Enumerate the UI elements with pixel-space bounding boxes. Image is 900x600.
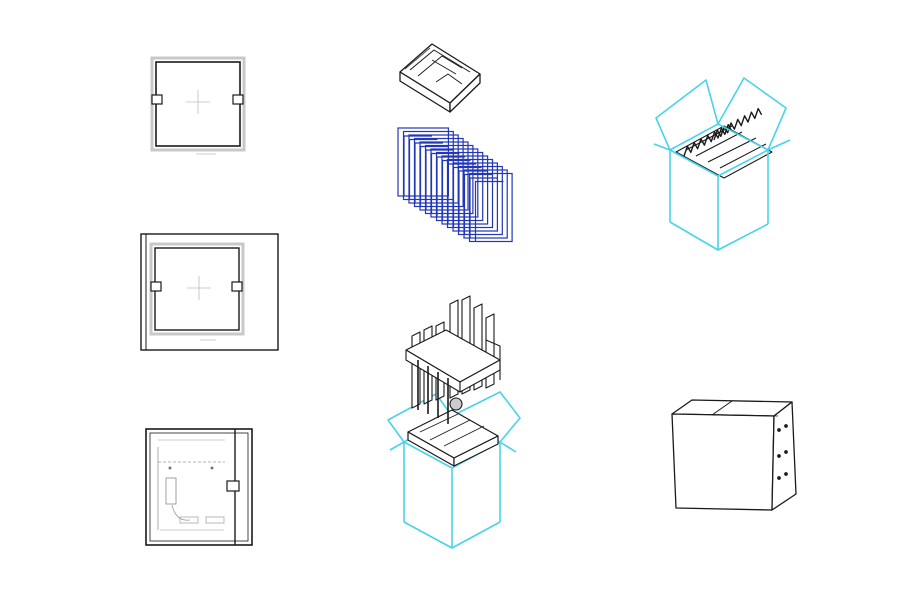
panel-inserted-icon (140, 233, 279, 351)
assembly-box-icon (387, 295, 521, 549)
frame-outline (468, 172, 513, 243)
closed-box-icon (671, 399, 797, 511)
frame-outline (413, 137, 464, 208)
frame-inner-edge (474, 180, 504, 242)
frame-outline (397, 127, 450, 197)
frame-inner-edge (469, 177, 498, 238)
frame-outline (457, 165, 503, 236)
panel-board-icon (145, 428, 253, 546)
frame-outline (419, 141, 469, 211)
open-box-icon (653, 77, 791, 251)
tray-icon (399, 43, 481, 113)
frame-outline (430, 148, 479, 218)
frame-inner-edge (463, 173, 493, 235)
frame-stack-icon (397, 127, 513, 243)
frame-outline (463, 169, 508, 239)
frame-outline (424, 144, 474, 215)
panel-front-icon (150, 56, 246, 155)
